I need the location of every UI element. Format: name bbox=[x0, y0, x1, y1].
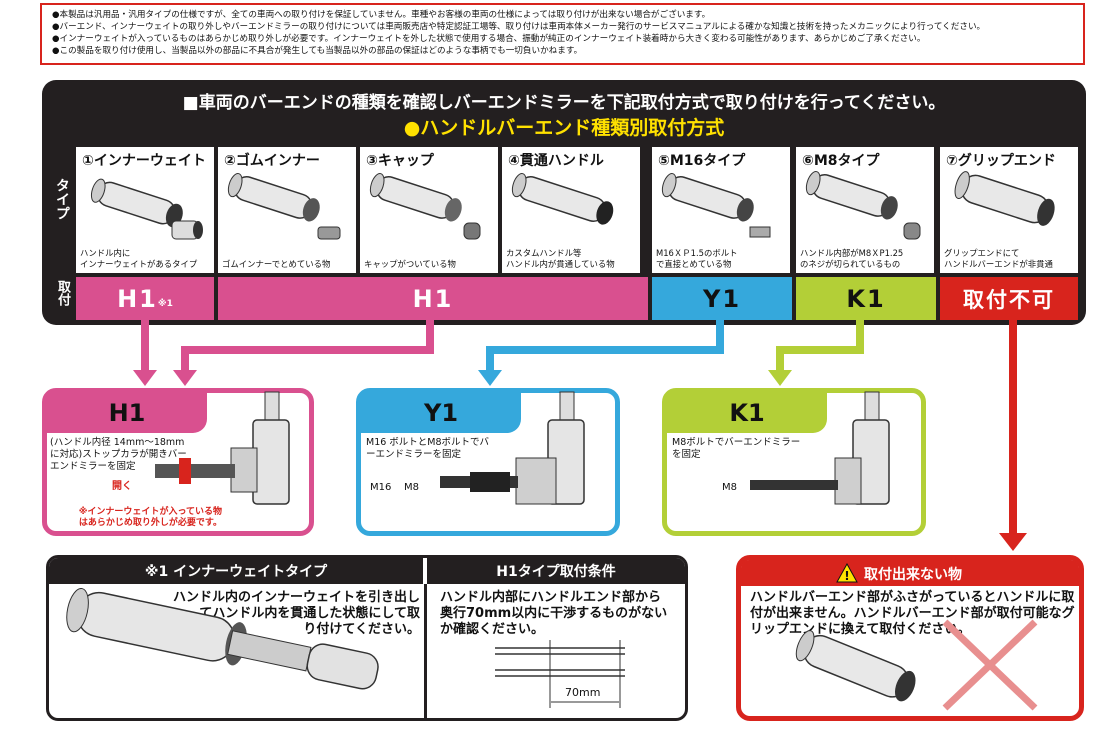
h1-condition-header: H1タイプ取付条件 bbox=[427, 558, 685, 584]
type-title: ⑥M8タイプ bbox=[802, 153, 880, 169]
inner-weight-illustration bbox=[66, 588, 379, 690]
type-title: ③キャップ bbox=[366, 153, 434, 169]
type-title: ①インナーウェイト bbox=[82, 153, 206, 169]
type-cell-through-handle: ④貫通ハンドル カスタムハンドル等 ハンドル内が貫通している物 bbox=[502, 147, 640, 273]
band-label: H1 bbox=[117, 284, 158, 313]
y1-mirror-illustration bbox=[440, 391, 585, 505]
panel-headline: ■車両のバーエンドの種類を確認しバーエンドミラーを下記取付方式で取り付けを行って… bbox=[182, 93, 946, 113]
panel-subheading: ●ハンドルバーエンド種類別取付方式 bbox=[403, 117, 725, 139]
rubber-inner-bar-illustration bbox=[227, 173, 341, 240]
type-cell-m16: ⑤M16タイプ M16ＸＰ1.5のボルト で直接とめている物 bbox=[652, 147, 790, 273]
notice-line: ●インナーウェイトが入っているものはあらかじめ取り外しが必要です。インナーウェイ… bbox=[52, 34, 926, 44]
notice-line: ●この製品を取り付け使用し、当製品以外の部品に不具合が発生しても当製品以外の部品… bbox=[52, 46, 583, 56]
y1-description: M16 ボルトとM8ボルトでバ ーエンドミラーを固定 bbox=[366, 437, 490, 460]
h1-mirror-illustration bbox=[155, 391, 290, 505]
notice-line: ●本製品は汎用品・汎用タイプの仕様ですが、全ての車両への取り付けを保証していませ… bbox=[52, 10, 711, 20]
type-caption: ハンドル内に インナーウェイトがあるタイプ bbox=[80, 248, 198, 269]
not-mountable-header: 取付出来ない物 bbox=[864, 567, 962, 583]
band-h1-inner-weight: H1※1 bbox=[76, 277, 214, 320]
type-caption: ゴムインナーでとめている物 bbox=[222, 259, 331, 269]
type-title: ②ゴムインナー bbox=[224, 153, 320, 169]
y1-dim-m16: M16 bbox=[370, 482, 392, 493]
k1-tab: K1 bbox=[667, 393, 827, 433]
inner-weight-bar-illustration bbox=[90, 178, 203, 240]
h1-condition-diagram bbox=[495, 640, 625, 708]
k1-mirror-illustration bbox=[750, 391, 890, 505]
warning-icon: ! bbox=[836, 563, 858, 583]
band-y1: Y1 bbox=[652, 277, 792, 320]
type-caption: M16ＸＰ1.5のボルト で直接とめている物 bbox=[656, 248, 738, 269]
inner-weight-text: ハンドル内のインナーウェイトを引き出し てハンドル内を貫通した状態にして取 り付… bbox=[172, 590, 420, 637]
h1-condition-text: ハンドル内部にハンドルエンド部から 奥行70mm以内に干渉するものがない か確認… bbox=[440, 590, 668, 637]
type-caption: カスタムハンドル等 ハンドル内が貫通している物 bbox=[506, 248, 615, 269]
row-label-type: タイプ bbox=[54, 178, 70, 220]
type-cell-m8: ⑥M8タイプ ハンドル内部がM8ＸP1.25 のネジが切られているもの bbox=[796, 147, 934, 273]
type-cell-inner-weight: ①インナーウェイト ハンドル内に インナーウェイトがあるタイプ bbox=[76, 147, 214, 273]
y1-dim-m8: M8 bbox=[404, 482, 419, 493]
h1-description: (ハンドル内径 14mm～18mm に対応)ストップカラが開きバー エンドミラー… bbox=[50, 437, 187, 472]
grip-end-illustration bbox=[795, 619, 1038, 711]
type-cell-grip-end: ⑦グリップエンド グリップエンドにて ハンドルバーエンドが非貫通 bbox=[940, 147, 1078, 273]
inner-weight-header: ※1 インナーウェイトタイプ bbox=[49, 558, 423, 584]
grip-end-bar-illustration bbox=[954, 171, 1055, 226]
band-h1: H1 bbox=[218, 277, 648, 320]
type-caption: キャップがついている物 bbox=[364, 259, 456, 269]
row-label-mount: 取付 bbox=[55, 280, 70, 306]
h1-condition-dim: 70mm bbox=[565, 686, 601, 699]
notice-box: ●本製品は汎用品・汎用タイプの仕様ですが、全ての車両への取り付けを保証していませ… bbox=[40, 3, 1085, 65]
band-k1: K1 bbox=[796, 277, 936, 320]
m16-bar-illustration bbox=[661, 173, 771, 238]
h1-warning: ※インナーウェイトが入っている物 はあらかじめ取り外しが必要です。 bbox=[78, 507, 222, 528]
h1-tab: H1 bbox=[47, 393, 207, 433]
type-title: ⑤M16タイプ bbox=[658, 153, 746, 169]
notice-line: ●バーエンド、インナーウェイトの取り外しやバーエンドミラーの取り付けについては車… bbox=[52, 22, 986, 32]
inner-weight-panel bbox=[46, 555, 688, 721]
band-not-mountable: 取付不可 bbox=[940, 277, 1078, 320]
type-title: ⑦グリップエンド bbox=[946, 153, 1056, 169]
k1-description: M8ボルトでバーエンドミラー を固定 bbox=[672, 437, 801, 460]
k1-dim-m8: M8 bbox=[722, 482, 737, 493]
type-caption: グリップエンドにて ハンドルバーエンドが非貫通 bbox=[944, 248, 1053, 269]
not-mountable-header-bar bbox=[741, 560, 1079, 586]
type-cell-cap: ③キャップ キャップがついている物 bbox=[360, 147, 498, 273]
panel-divider bbox=[424, 584, 427, 718]
cap-bar-illustration bbox=[369, 173, 481, 240]
h1-open-label: 開く bbox=[112, 481, 132, 492]
band-note-mark: ※1 bbox=[157, 298, 173, 309]
type-cell-rubber-inner: ②ゴムインナー ゴムインナーでとめている物 bbox=[218, 147, 356, 273]
type-caption: ハンドル内部がM8ＸP1.25 のネジが切られているもの bbox=[800, 248, 904, 269]
type-title: ④貫通ハンドル bbox=[508, 153, 604, 169]
m8-bar-illustration bbox=[805, 171, 921, 240]
y1-tab: Y1 bbox=[361, 393, 521, 433]
svg-text:!: ! bbox=[844, 569, 849, 583]
through-handle-bar-illustration bbox=[511, 173, 614, 225]
